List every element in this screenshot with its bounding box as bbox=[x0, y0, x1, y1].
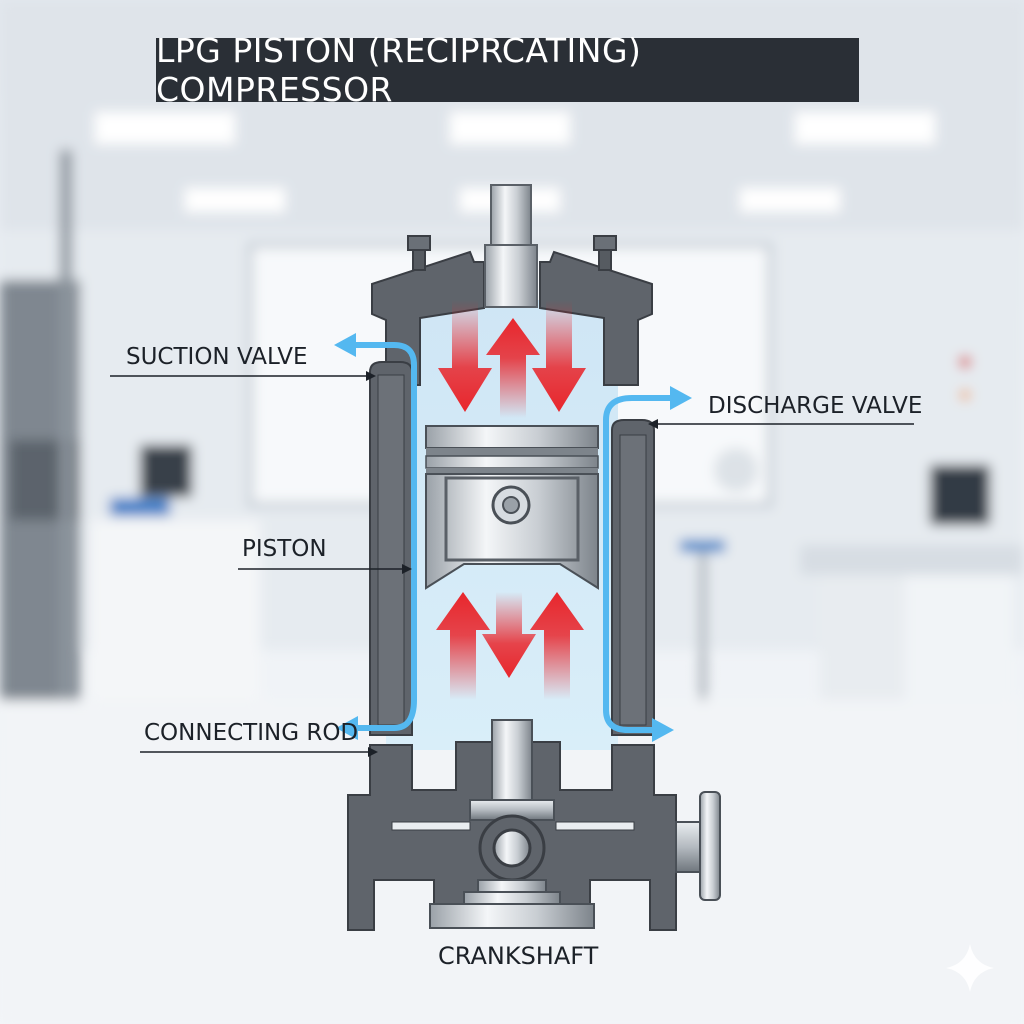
compressor bbox=[334, 184, 721, 931]
gas-flow-lines bbox=[351, 342, 675, 733]
crankshaft-label: CRANKSHAFT bbox=[438, 942, 599, 970]
side-flange bbox=[675, 791, 721, 901]
discharge-valve-label: DISCHARGE VALVE bbox=[708, 393, 923, 419]
discharge-flow-line bbox=[603, 395, 675, 733]
compression-arrows-lower bbox=[436, 592, 584, 700]
top-shaft bbox=[490, 184, 532, 246]
flow-arrowheads bbox=[334, 333, 692, 742]
piston-part bbox=[425, 425, 599, 590]
outlet-arrowhead bbox=[652, 718, 674, 742]
cylinder-head bbox=[371, 250, 485, 386]
suction-valve-label: SUCTION VALVE bbox=[126, 344, 308, 370]
sparkle-icon bbox=[946, 944, 994, 992]
compression-arrows-upper bbox=[438, 300, 586, 418]
crankshaft-part bbox=[429, 879, 595, 929]
diagram-title: LPG PISTON (RECIPRCATING) COMPRESSOR bbox=[156, 31, 859, 109]
leader-lines bbox=[110, 371, 914, 757]
piston-label: PISTON bbox=[242, 536, 327, 562]
suction-arrowhead bbox=[334, 333, 356, 357]
head-bolt-left bbox=[407, 235, 431, 271]
head-bolt-right bbox=[593, 235, 617, 271]
connecting-rod-label: CONNECTING ROD bbox=[144, 720, 359, 746]
connecting-rod-arrowhead bbox=[336, 716, 358, 740]
suction-flow-line bbox=[351, 342, 417, 731]
crank-boss bbox=[478, 814, 546, 882]
connecting-rod bbox=[469, 719, 555, 821]
discharge-arrowhead bbox=[670, 386, 692, 410]
